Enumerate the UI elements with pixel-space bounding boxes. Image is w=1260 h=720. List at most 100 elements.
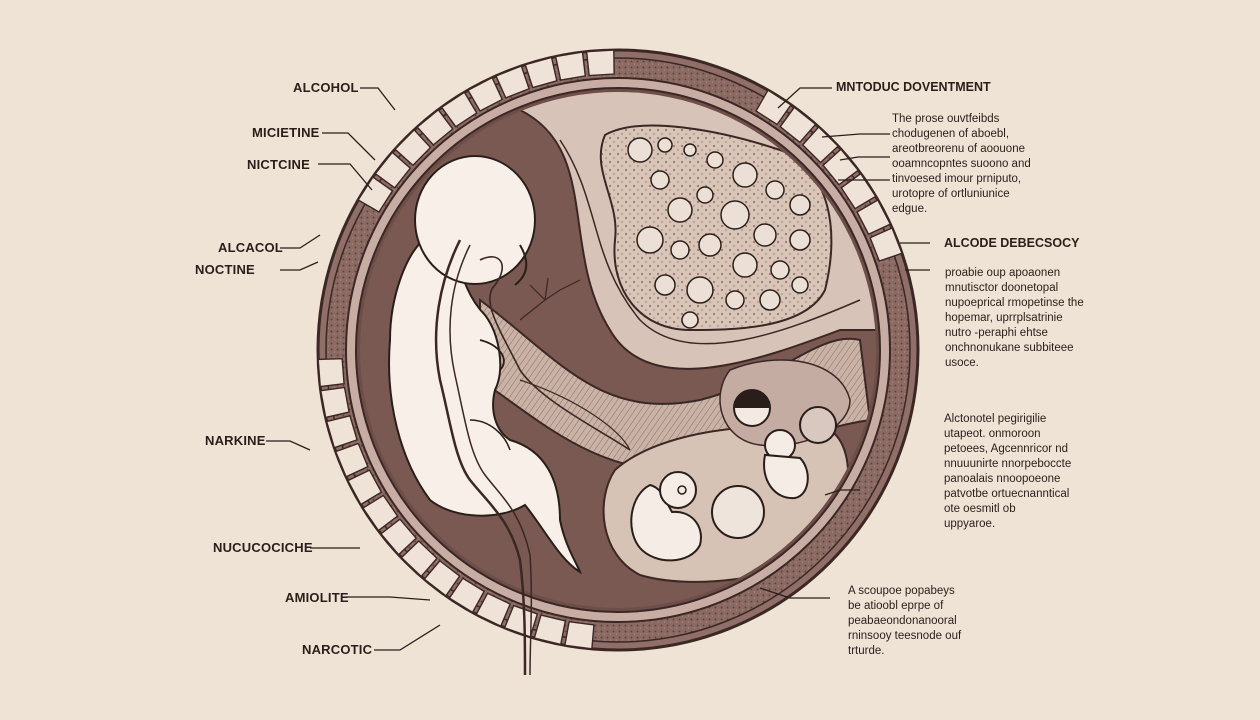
heading-alcode-debecsocy: ALCODE DEBECSOCY	[944, 236, 1080, 250]
cell	[698, 233, 722, 257]
rim-segment	[357, 176, 394, 213]
label-alcacol: ALCACOL	[218, 240, 283, 255]
paragraph-line: A scoupoe popabeys	[848, 585, 955, 597]
rim-segment	[869, 227, 903, 262]
rim-segment	[423, 559, 461, 597]
cell	[696, 186, 714, 204]
cell	[636, 226, 664, 254]
paragraph-line: onchnonukane subbiteee	[945, 342, 1074, 354]
label-amiolite: AMIOLITE	[285, 590, 349, 605]
rim-segment	[822, 148, 860, 186]
rim-segment	[362, 494, 399, 532]
cell	[725, 290, 745, 310]
cell	[657, 137, 673, 153]
rim-segment	[346, 469, 383, 506]
paragraph-line: nnuuunirte nnorpeboccte	[944, 458, 1072, 470]
paragraph-line: edgue.	[892, 203, 928, 215]
rim-segment	[503, 604, 539, 638]
paragraph-line: nutro -peraphi ehtse	[945, 327, 1048, 339]
rim-segment	[533, 614, 567, 646]
paragraph-line: usoce.	[945, 357, 979, 369]
paragraph-line: The prose ouvtfeibds	[892, 113, 1000, 125]
paragraph-line: peabaeondonanooral	[848, 615, 957, 627]
fetus	[388, 155, 631, 676]
small-fetus-2	[763, 429, 809, 500]
cell	[627, 137, 653, 163]
rim-segment	[379, 518, 418, 556]
paragraph-line: trturde.	[848, 645, 885, 657]
paragraph-line: Alctonotel pegirigilie	[944, 413, 1047, 425]
rim-segment	[585, 49, 615, 77]
label-alcohol: ALCOHOL	[293, 80, 359, 95]
paragraph-line: chodugenen of aboebl,	[892, 128, 1010, 140]
paragraph-line: proabie oup apoaonen	[945, 267, 1061, 279]
cell-cluster	[627, 137, 811, 329]
paragraph-line: utapeot. onmoroon	[944, 428, 1041, 440]
cell	[732, 252, 758, 278]
paragraph-line: ote oesmitl ob	[944, 503, 1016, 515]
cell	[789, 229, 811, 251]
paragraph-line: be atioobl eprpe of	[848, 600, 944, 612]
paragraph-line: mnutisctor doonetopal	[945, 282, 1059, 294]
small-fetus-1	[630, 471, 702, 562]
rim-segment	[564, 620, 595, 650]
cell	[667, 197, 693, 223]
cell	[654, 274, 676, 296]
heading-mntoduc-doventment: MNTODUC DOVENTMENT	[836, 80, 991, 94]
paragraph-line: tinvoesed imour prniputo,	[892, 173, 1022, 185]
paragraph-3: Alctonotel pegirigilie utapeot. onmoroon p…	[944, 412, 1071, 532]
cell	[706, 151, 724, 169]
rim-segment	[416, 108, 454, 146]
cell	[681, 311, 699, 329]
rim-segment	[524, 56, 558, 89]
cell	[683, 143, 697, 157]
paragraph-1: The prose ouvtfeibds chodugenen of aboebl…	[892, 112, 1031, 217]
paragraph-line: uppyaroe.	[944, 518, 996, 530]
paragraph-4: A scoupoe popabeys be atioobl eprpe of pea…	[848, 584, 961, 659]
label-narkine: NARKINE	[205, 433, 266, 448]
label-nictcine: NICTCINE	[247, 157, 310, 172]
rim-segment	[801, 126, 840, 164]
paragraph-2: proabie oup apoaonen mnutisctor doonetopa…	[945, 266, 1084, 371]
rim-segment	[779, 106, 817, 144]
rim-segment	[495, 65, 530, 99]
paragraph-line: urotopre of ortluniunice	[892, 188, 1010, 200]
label-nucucociche: NUCUCOCICHE	[213, 540, 313, 555]
paragraph-line: nupoeprical rmopetinse the	[945, 297, 1084, 309]
rim-segment	[319, 386, 350, 419]
rim-segment	[840, 172, 877, 210]
rim-segment	[317, 357, 345, 388]
rim-segment	[334, 442, 369, 478]
paragraph-line: hopemar, uprrplsatrinie	[945, 312, 1063, 324]
cell	[720, 200, 750, 230]
label-narcotic: NARCOTIC	[302, 642, 373, 657]
cell	[765, 180, 785, 200]
cell	[686, 276, 714, 304]
rim-segment	[467, 76, 504, 112]
rim-segment	[394, 128, 432, 167]
rim-segment	[374, 151, 412, 189]
rim-segment	[440, 91, 478, 128]
rim-segment	[325, 414, 358, 449]
cell	[770, 260, 790, 280]
leader-lines	[266, 87, 930, 651]
paragraph-line: petoees, Agcennricor nd	[944, 443, 1069, 455]
segmented-rim	[317, 49, 903, 650]
cell	[789, 194, 811, 216]
cell	[670, 240, 690, 260]
paragraph-line: patvotbe ortuecnanntical	[944, 488, 1070, 500]
label-noctine: NOCTINE	[195, 262, 255, 277]
rim-segment	[475, 592, 512, 628]
rim-segment	[554, 51, 587, 81]
rim-segment	[755, 89, 792, 126]
cell	[759, 289, 781, 311]
label-micietine: MICIETINE	[252, 125, 320, 140]
rim-segment	[448, 577, 486, 614]
paragraph-line: areotbreorenu of aoouone	[892, 143, 1025, 155]
rim-segment	[856, 199, 892, 236]
cell	[650, 170, 670, 190]
paragraph-line: panoalais nnoopoeone	[944, 473, 1061, 485]
paragraph-line: rninsooy teesnode ouf	[848, 630, 962, 642]
